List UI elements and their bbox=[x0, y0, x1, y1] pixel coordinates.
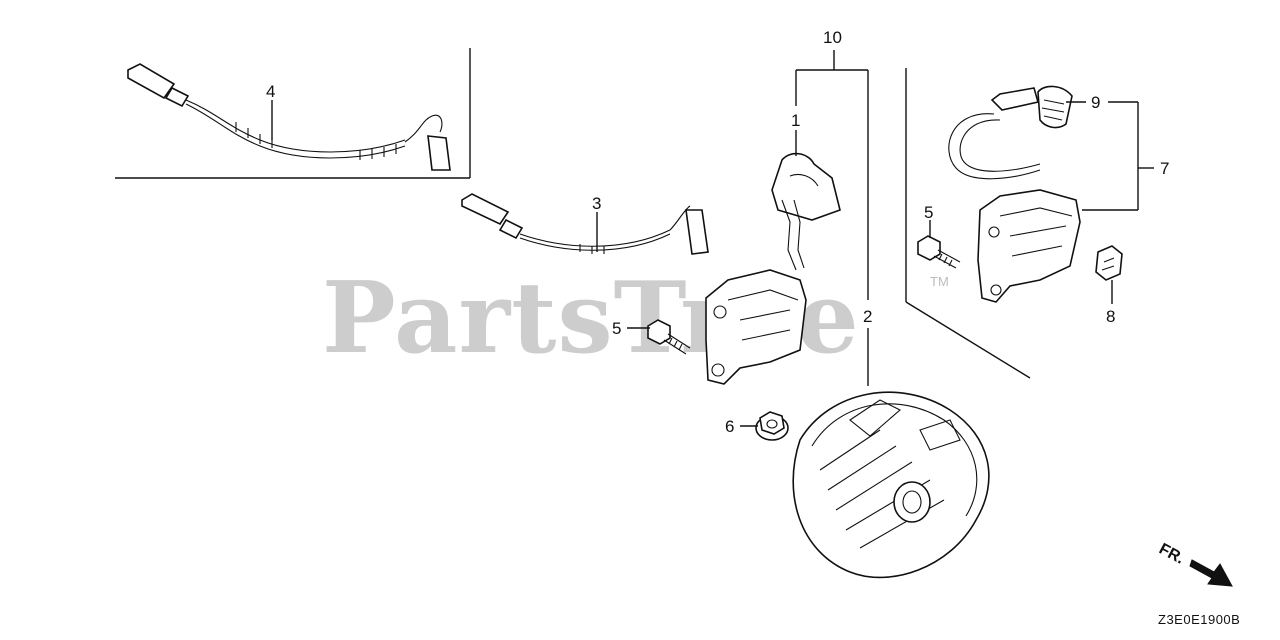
watermark-trademark: TM bbox=[930, 274, 949, 289]
flywheel-part-2[interactable] bbox=[792, 391, 990, 579]
front-direction-arrow-icon bbox=[1189, 559, 1233, 587]
inset-frame-right bbox=[905, 68, 1031, 379]
callout-8[interactable]: 8 bbox=[1106, 307, 1115, 326]
callout-5-right[interactable]: 5 bbox=[924, 203, 933, 222]
callout-10[interactable]: 10 bbox=[823, 28, 842, 47]
inset-frame-left bbox=[115, 48, 471, 179]
wire-harness-part-4[interactable] bbox=[127, 63, 451, 171]
callout-5-left[interactable]: 5 bbox=[612, 319, 621, 338]
leader-lines bbox=[271, 50, 1154, 427]
callout-9[interactable]: 9 bbox=[1091, 93, 1100, 112]
bolt-part-5-left[interactable] bbox=[647, 319, 691, 355]
wire-part-3[interactable] bbox=[461, 193, 709, 255]
direction-label: FR. bbox=[1156, 541, 1187, 568]
flange-nut-part-6[interactable] bbox=[755, 411, 789, 441]
callout-4[interactable]: 4 bbox=[266, 82, 275, 101]
clip-part-8[interactable] bbox=[1095, 245, 1123, 281]
ignition-coil-assembly[interactable] bbox=[705, 152, 841, 385]
callout-2[interactable]: 2 bbox=[863, 307, 872, 326]
callout-6[interactable]: 6 bbox=[725, 417, 734, 436]
callout-labels: 10 1 2 3 4 5 5 6 7 8 9 bbox=[266, 28, 1169, 436]
callout-1[interactable]: 1 bbox=[791, 111, 800, 130]
callout-7[interactable]: 7 bbox=[1160, 159, 1169, 178]
diagram-code: Z3E0E1900B bbox=[1158, 612, 1240, 627]
ignition-coil-part-7[interactable] bbox=[948, 85, 1081, 303]
callout-3[interactable]: 3 bbox=[592, 194, 601, 213]
bolt-part-5-right[interactable] bbox=[917, 235, 961, 269]
